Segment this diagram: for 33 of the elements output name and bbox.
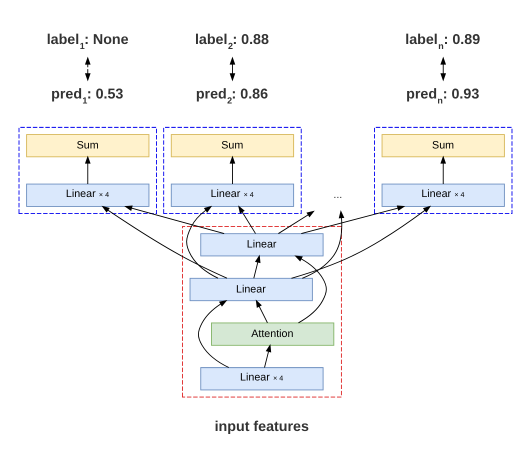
node-box: Linear (200, 233, 324, 256)
node-text: pred$_{2}$: 0.86 (196, 86, 268, 106)
arrow (256, 299, 268, 324)
arrow (294, 255, 327, 324)
node-box: Attention (211, 322, 334, 346)
node-box: Sum (170, 134, 294, 158)
arrow (84, 56, 91, 82)
node-text: label$_{2}$: 0.88 (194, 32, 269, 52)
arrow (278, 210, 315, 234)
label: input features (214, 418, 309, 435)
cluster (182, 226, 342, 398)
arrow (84, 156, 91, 184)
arrow (440, 156, 446, 184)
arrow (440, 56, 446, 82)
arrow (264, 344, 272, 368)
arrow (198, 300, 230, 368)
node-box: Linear (190, 278, 313, 302)
node-box: Sum (26, 134, 150, 158)
arrow (253, 254, 260, 279)
arrow (102, 206, 228, 279)
arrow (238, 205, 256, 234)
node-text: ... (333, 189, 342, 202)
arrow (230, 56, 236, 82)
node-text: label$_{n}$: 0.89 (405, 32, 480, 52)
arrow (186, 206, 218, 279)
node-text: pred$_{1}$: 0.53 (51, 86, 124, 106)
arrow (302, 210, 344, 279)
arrow (230, 156, 236, 184)
node-text: label$_{1}$: None (46, 32, 129, 52)
node-text: pred$_{n}$: 0.93 (406, 86, 480, 106)
node-box: Sum (382, 134, 505, 158)
arrow (291, 206, 432, 279)
arrow (300, 205, 406, 234)
